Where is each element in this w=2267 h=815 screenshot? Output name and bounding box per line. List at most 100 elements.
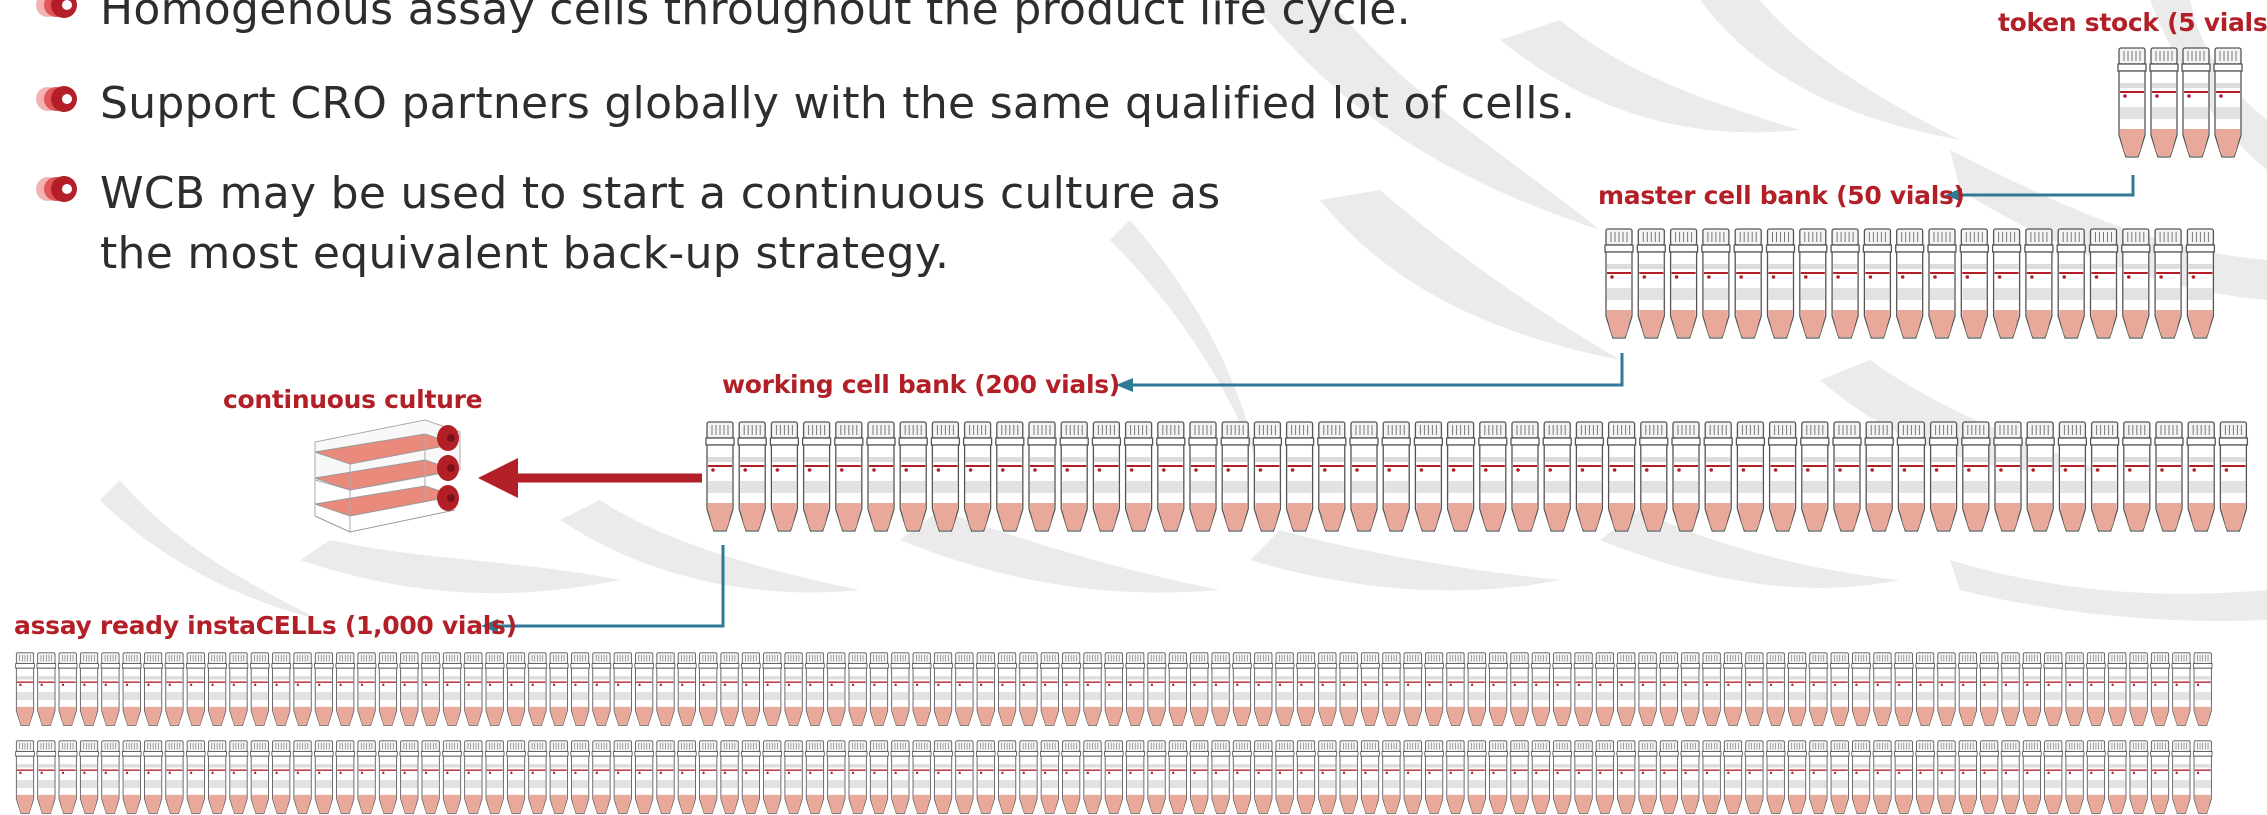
continuous-culture-label: continuous culture xyxy=(223,385,483,414)
vial-icon xyxy=(1595,652,1615,726)
vial-icon xyxy=(1894,652,1914,726)
vial-icon xyxy=(1478,421,1508,532)
vial-icon xyxy=(1296,652,1316,726)
vial-icon xyxy=(1744,740,1765,814)
vial-icon xyxy=(1402,652,1423,726)
vial-icon xyxy=(1915,652,1935,726)
vial-icon xyxy=(2064,740,2085,814)
vial-icon xyxy=(1800,421,1830,532)
vial-icon xyxy=(1765,652,1786,726)
vial-icon xyxy=(847,652,868,726)
vial-icon xyxy=(1832,421,1862,532)
vial-icon xyxy=(1424,652,1444,726)
vial-icon xyxy=(548,652,569,726)
vial-icon xyxy=(292,652,313,726)
vial-icon xyxy=(1252,421,1283,532)
vial-icon xyxy=(1104,740,1124,814)
vial-icon xyxy=(1639,421,1669,532)
vial-icon xyxy=(634,652,654,726)
vial-icon xyxy=(997,652,1017,726)
vial-icon xyxy=(1018,652,1039,726)
vial-icon xyxy=(655,652,676,726)
vial-icon xyxy=(1767,421,1798,532)
vial-icon xyxy=(1604,228,1634,339)
vial-icon xyxy=(420,652,441,726)
vial-icon xyxy=(1961,421,1991,532)
vial-icon xyxy=(1188,421,1218,532)
culture-flask-icon xyxy=(314,419,461,533)
vial-icon xyxy=(997,740,1017,814)
vial-icon xyxy=(1703,421,1733,532)
vial-icon xyxy=(1829,740,1850,814)
vial-icon xyxy=(1061,740,1081,814)
vial-icon xyxy=(335,740,356,814)
vial-icon xyxy=(677,652,697,726)
vial-icon xyxy=(1872,740,1893,814)
vial-icon xyxy=(1467,740,1487,814)
vial-icon xyxy=(1616,652,1637,726)
vial-icon xyxy=(121,740,142,814)
vial-icon xyxy=(1445,421,1476,532)
vial-icon xyxy=(1091,421,1122,532)
vial-icon xyxy=(2057,421,2088,532)
vial-icon xyxy=(1232,740,1252,814)
vial-icon xyxy=(2089,421,2120,532)
vial-icon xyxy=(783,740,804,814)
vial-icon xyxy=(613,740,633,814)
vial-icon xyxy=(1253,652,1274,726)
vial-icon xyxy=(271,740,291,814)
vial-icon xyxy=(933,652,953,726)
vial-icon xyxy=(890,740,911,814)
vial-icon xyxy=(2185,228,2216,339)
vial-icon xyxy=(1928,421,1959,532)
vial-icon xyxy=(677,740,697,814)
vial-icon xyxy=(570,740,590,814)
vial-icon xyxy=(2171,740,2192,814)
vial-icon xyxy=(719,652,740,726)
vial-icon xyxy=(762,652,783,726)
bullet-text: WCB may be used to start a continuous cu… xyxy=(100,168,1221,219)
vial-icon xyxy=(1210,740,1231,814)
vial-icon xyxy=(1381,740,1402,814)
vial-icon xyxy=(2150,652,2170,726)
vial-icon xyxy=(1413,421,1444,532)
vial-icon xyxy=(15,652,35,726)
vial-icon xyxy=(143,652,163,726)
vial-icon xyxy=(1510,421,1540,532)
vial-icon xyxy=(1979,652,1999,726)
vial-icon xyxy=(705,421,735,532)
vial-icon xyxy=(356,740,377,814)
vial-icon xyxy=(2024,228,2054,339)
vial-icon xyxy=(890,652,911,726)
vial-icon xyxy=(1189,740,1210,814)
vial-icon xyxy=(1509,740,1530,814)
vial-icon xyxy=(207,652,227,726)
vial-icon xyxy=(1733,228,1763,339)
vial-icon xyxy=(2150,740,2170,814)
vial-icon xyxy=(1830,228,1860,339)
vial-icon xyxy=(2181,47,2211,158)
vial-icon xyxy=(911,740,932,814)
vial-icon xyxy=(1808,652,1829,726)
vial-icon xyxy=(1381,652,1402,726)
vial-icon xyxy=(962,421,993,532)
vial-icon xyxy=(2043,652,2064,726)
vial-icon xyxy=(898,421,928,532)
vial-icon xyxy=(1991,228,2022,339)
arrow-master-to-working xyxy=(1133,353,1624,387)
vial-icon xyxy=(1659,740,1679,814)
vial-icon xyxy=(442,652,462,726)
vial-icon xyxy=(250,740,270,814)
vial-icon xyxy=(1082,740,1103,814)
vial-icon xyxy=(506,740,526,814)
master-cell-bank-label: master cell bank (50 vials) xyxy=(1598,181,1965,210)
vial-icon xyxy=(1552,740,1572,814)
vial-icon xyxy=(335,652,356,726)
vial-icon xyxy=(1636,228,1666,339)
vial-icon xyxy=(2043,740,2064,814)
vial-icon xyxy=(36,652,57,726)
vial-icon xyxy=(484,652,505,726)
vial-icon xyxy=(933,740,953,814)
vial-icon xyxy=(1894,740,1914,814)
